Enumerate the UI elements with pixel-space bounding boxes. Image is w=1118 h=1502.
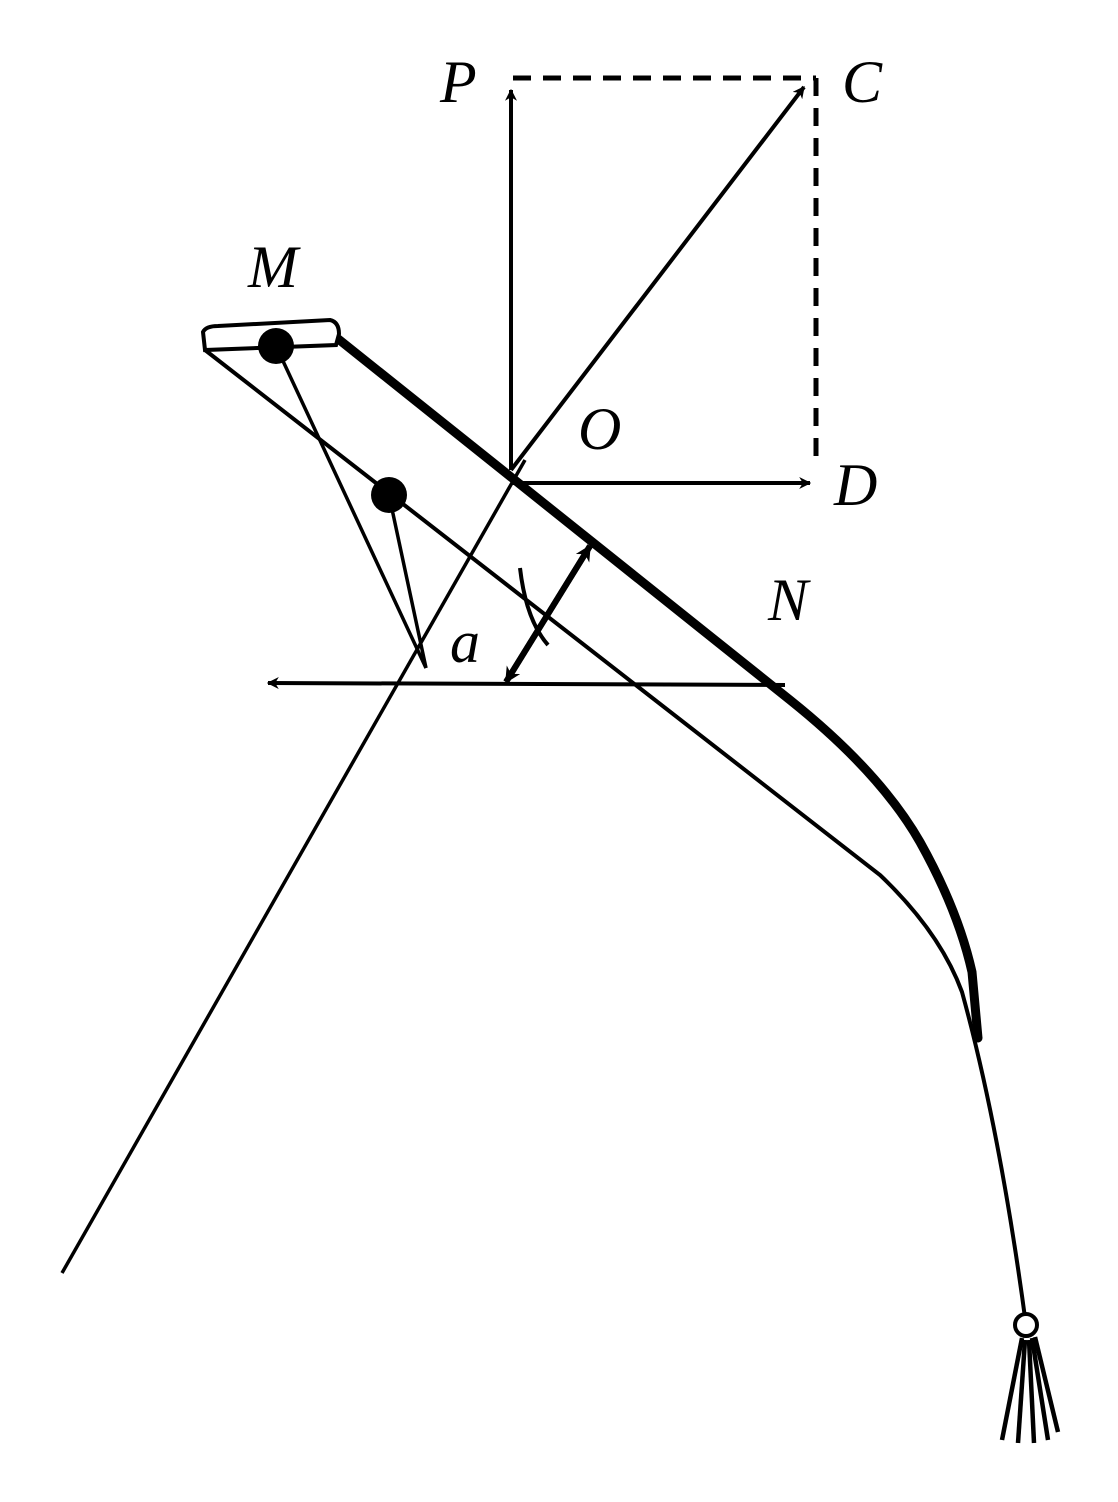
label-n: N <box>767 567 811 633</box>
label-m: M <box>247 234 301 300</box>
tether-line <box>60 459 527 1274</box>
angle-arc <box>518 567 550 647</box>
kite-body <box>200 317 1028 1326</box>
bridle-point-front <box>258 328 294 364</box>
label-o: O <box>578 396 621 462</box>
kite-trailing-edge <box>203 348 1028 1326</box>
label-a: a <box>450 609 480 675</box>
tail-streamer-4 <box>1029 1337 1051 1441</box>
label-p: P <box>439 49 477 115</box>
bridle-line-front <box>274 345 428 669</box>
vector-oc <box>509 85 806 472</box>
horizontal-force-vector <box>266 677 786 690</box>
force-vectors <box>266 85 812 690</box>
angle-arrow-down <box>503 544 593 684</box>
angle-indicator <box>503 544 593 684</box>
label-d: D <box>833 452 877 518</box>
tail-streamer-2 <box>1015 1339 1028 1444</box>
tail-streamer-1 <box>999 1337 1025 1441</box>
kite-tail <box>999 1336 1061 1444</box>
bridle-line-rear <box>387 494 428 669</box>
kite-leading-edge <box>327 329 983 1043</box>
tail-ring <box>1013 1312 1039 1338</box>
tail-streamer-5 <box>1032 1336 1061 1433</box>
bridle-point-rear <box>371 477 407 513</box>
parallelogram-dashes <box>513 75 819 468</box>
label-c: C <box>842 49 883 115</box>
bridle <box>274 345 428 669</box>
tail-streamer-3 <box>1026 1339 1037 1444</box>
